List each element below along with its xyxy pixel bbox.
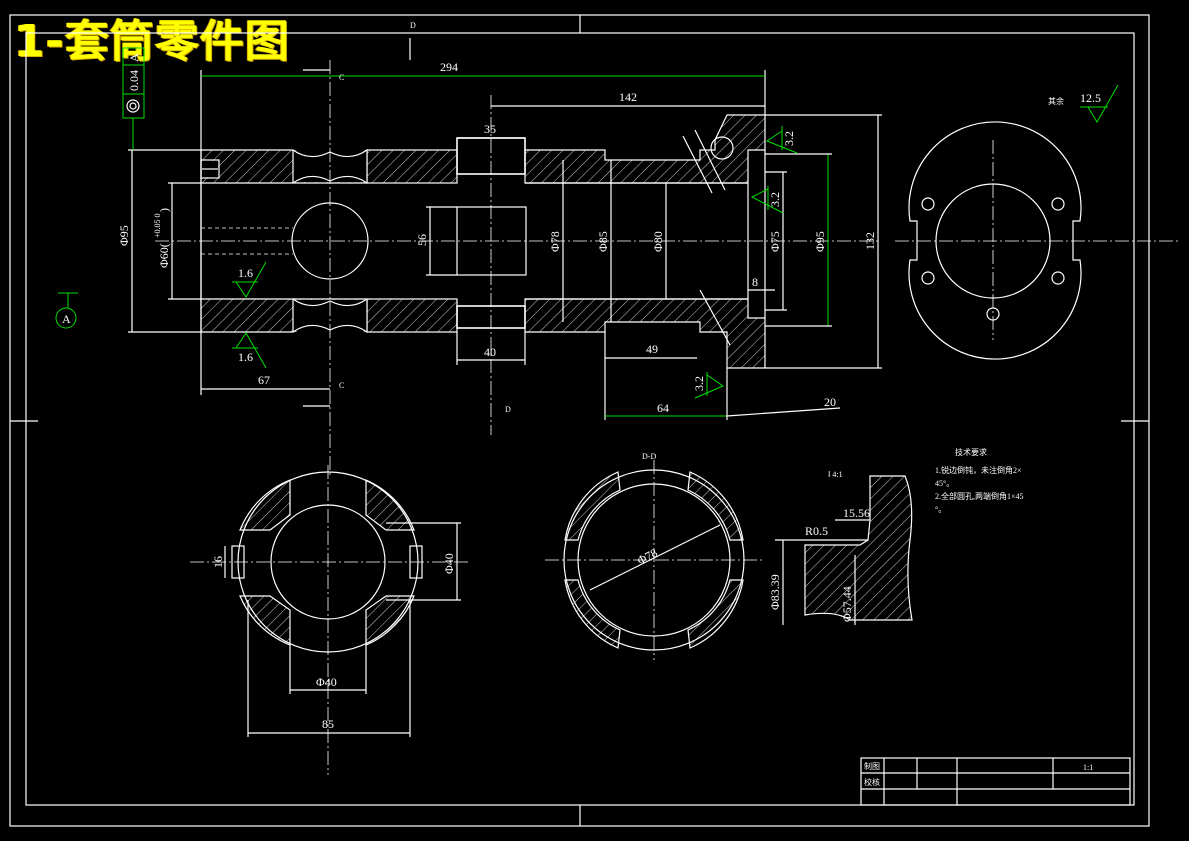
detail-view: 15.56 R0.5 Φ83.39 Φ57.44 bbox=[768, 475, 913, 625]
sheet-border bbox=[9, 14, 1150, 827]
dim-r0-5: R0.5 bbox=[805, 524, 828, 538]
roughness-3-2-b: 3.2 bbox=[768, 192, 782, 207]
title-block-scale: 1:1 bbox=[1083, 763, 1093, 772]
end-view-right bbox=[895, 121, 1180, 360]
dim-64: 64 bbox=[657, 401, 669, 415]
title-block-drawn: 制图 bbox=[864, 761, 880, 771]
drawing-title: 1-套筒零件图 bbox=[14, 16, 290, 67]
dim-15-56: 15.56 bbox=[843, 506, 870, 520]
section-d-view: Φ78 bbox=[545, 460, 765, 660]
tech-notes-line2: 45°。 bbox=[935, 479, 954, 488]
right-wall-top bbox=[524, 114, 766, 184]
dim-phi83-39: Φ83.39 bbox=[768, 574, 782, 610]
dim-phi40-side: Φ40 bbox=[442, 553, 456, 574]
dim-56: 56 bbox=[415, 234, 429, 246]
dim-40: 40 bbox=[484, 345, 496, 359]
roughness-3-2-c: 3.2 bbox=[692, 376, 706, 391]
dim-phi85: Φ85 bbox=[596, 231, 610, 252]
dim-142: 142 bbox=[619, 90, 637, 104]
dim-phi80: Φ80 bbox=[651, 231, 665, 252]
tech-notes-heading: 技术要求 bbox=[955, 447, 987, 457]
main-section-view bbox=[155, 60, 880, 475]
roughness-3-2-a: 3.2 bbox=[782, 131, 796, 146]
cut-label-d-bottom: D bbox=[505, 405, 511, 414]
dim-phi95-right: Φ95 bbox=[813, 231, 827, 252]
dim-20: 20 bbox=[824, 395, 836, 409]
dim-132: 132 bbox=[863, 232, 877, 250]
dim-85: 85 bbox=[322, 717, 334, 731]
dim-phi40-bottom: Φ40 bbox=[316, 675, 337, 689]
dim-67: 67 bbox=[258, 373, 270, 387]
roughness-1-6-bottom: 1.6 bbox=[238, 350, 253, 364]
dim-phi57-44: Φ57.44 bbox=[840, 586, 854, 622]
dim-phi60-close: ) bbox=[157, 208, 171, 212]
dim-49: 49 bbox=[646, 342, 658, 356]
tolerance-value: 0.04 bbox=[127, 70, 141, 91]
cut-label-c-bottom: C bbox=[339, 381, 344, 390]
tech-notes-line4: °。 bbox=[935, 505, 946, 514]
tech-notes: 技术要求 1.锐边倒钝，未注倒角2× 45°。 2.全部圆孔,两端倒角1×45 … bbox=[935, 447, 1024, 514]
roughness-12-5: 12.5 bbox=[1080, 91, 1101, 105]
dim-8: 8 bbox=[752, 275, 758, 289]
dim-phi60: Φ60( bbox=[157, 243, 171, 268]
dim-35: 35 bbox=[484, 122, 496, 136]
dim-phi78: Φ78 bbox=[548, 231, 562, 252]
detail-title: Ⅰ 4:1 bbox=[828, 470, 843, 479]
section-labels: C C D D D-D Ⅰ 4:1 bbox=[303, 21, 843, 479]
roughness-1-6-top: 1.6 bbox=[238, 266, 253, 280]
tolerance-frame: A 0.04 A bbox=[55, 47, 145, 329]
tech-notes-line1: 1.锐边倒钝，未注倒角2× bbox=[935, 465, 1022, 475]
roughness-rest-label: 其余 bbox=[1048, 96, 1064, 106]
dim-phi75: Φ75 bbox=[768, 231, 782, 252]
cut-label-d-top: D bbox=[410, 21, 416, 30]
datum-marker-a: A bbox=[62, 312, 71, 326]
tolerance-datum: A bbox=[127, 53, 141, 62]
title-block: 制图 校核 1:1 bbox=[860, 757, 1131, 806]
dim-294: 294 bbox=[440, 60, 458, 74]
section-c-view: 16 Φ40 Φ40 85 bbox=[190, 465, 470, 775]
roughness-symbols: 1.6 1.6 3.2 3.2 3.2 12.5 其余 bbox=[232, 84, 1119, 399]
dim-phi60-tolerance: +0.05 0 bbox=[153, 213, 162, 238]
dim-phi95-left: Φ95 bbox=[117, 225, 131, 246]
tech-notes-line3: 2.全部圆孔,两端倒角1×45 bbox=[935, 491, 1024, 501]
dim-16: 16 bbox=[211, 556, 225, 568]
title-block-checked: 校核 bbox=[864, 777, 880, 787]
cut-label-c-top: C bbox=[339, 73, 344, 82]
main-dimensions: 294 142 35 40 49 64 20 67 8 Φ95 Φ60( +0.… bbox=[117, 60, 882, 420]
section-dd-title: D-D bbox=[642, 452, 656, 461]
dim-section-phi: Φ78 bbox=[635, 546, 660, 568]
